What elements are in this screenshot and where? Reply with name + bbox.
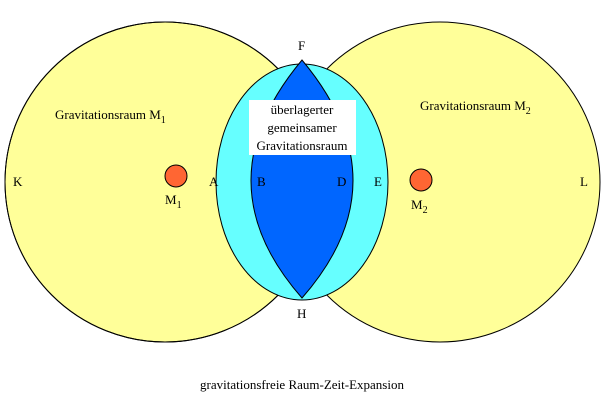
point-d: D: [337, 174, 346, 189]
point-k: K: [13, 174, 23, 189]
overlap-label-line3: Gravitationsraum: [257, 138, 348, 153]
overlap-label-line2: gemeinsamer: [267, 120, 337, 135]
caption: gravitationsfreie Raum-Zeit-Expansion: [200, 377, 404, 392]
point-f: F: [298, 38, 305, 53]
mass-right: [409, 168, 433, 192]
point-b: B: [257, 174, 266, 189]
point-h: H: [297, 306, 306, 321]
mass-left-label: M1: [165, 192, 182, 211]
space-left-label: Gravitationsraum M1: [55, 107, 166, 126]
overlap-label-box: [249, 100, 356, 155]
overlap-label-line1: überlagerter: [271, 102, 334, 117]
point-a: A: [209, 174, 219, 189]
point-l: L: [580, 174, 588, 189]
point-e: E: [374, 174, 382, 189]
space-right-label: Gravitationsraum M2: [420, 98, 531, 117]
mass-left: [164, 164, 188, 188]
mass-right-label: M2: [411, 197, 428, 216]
